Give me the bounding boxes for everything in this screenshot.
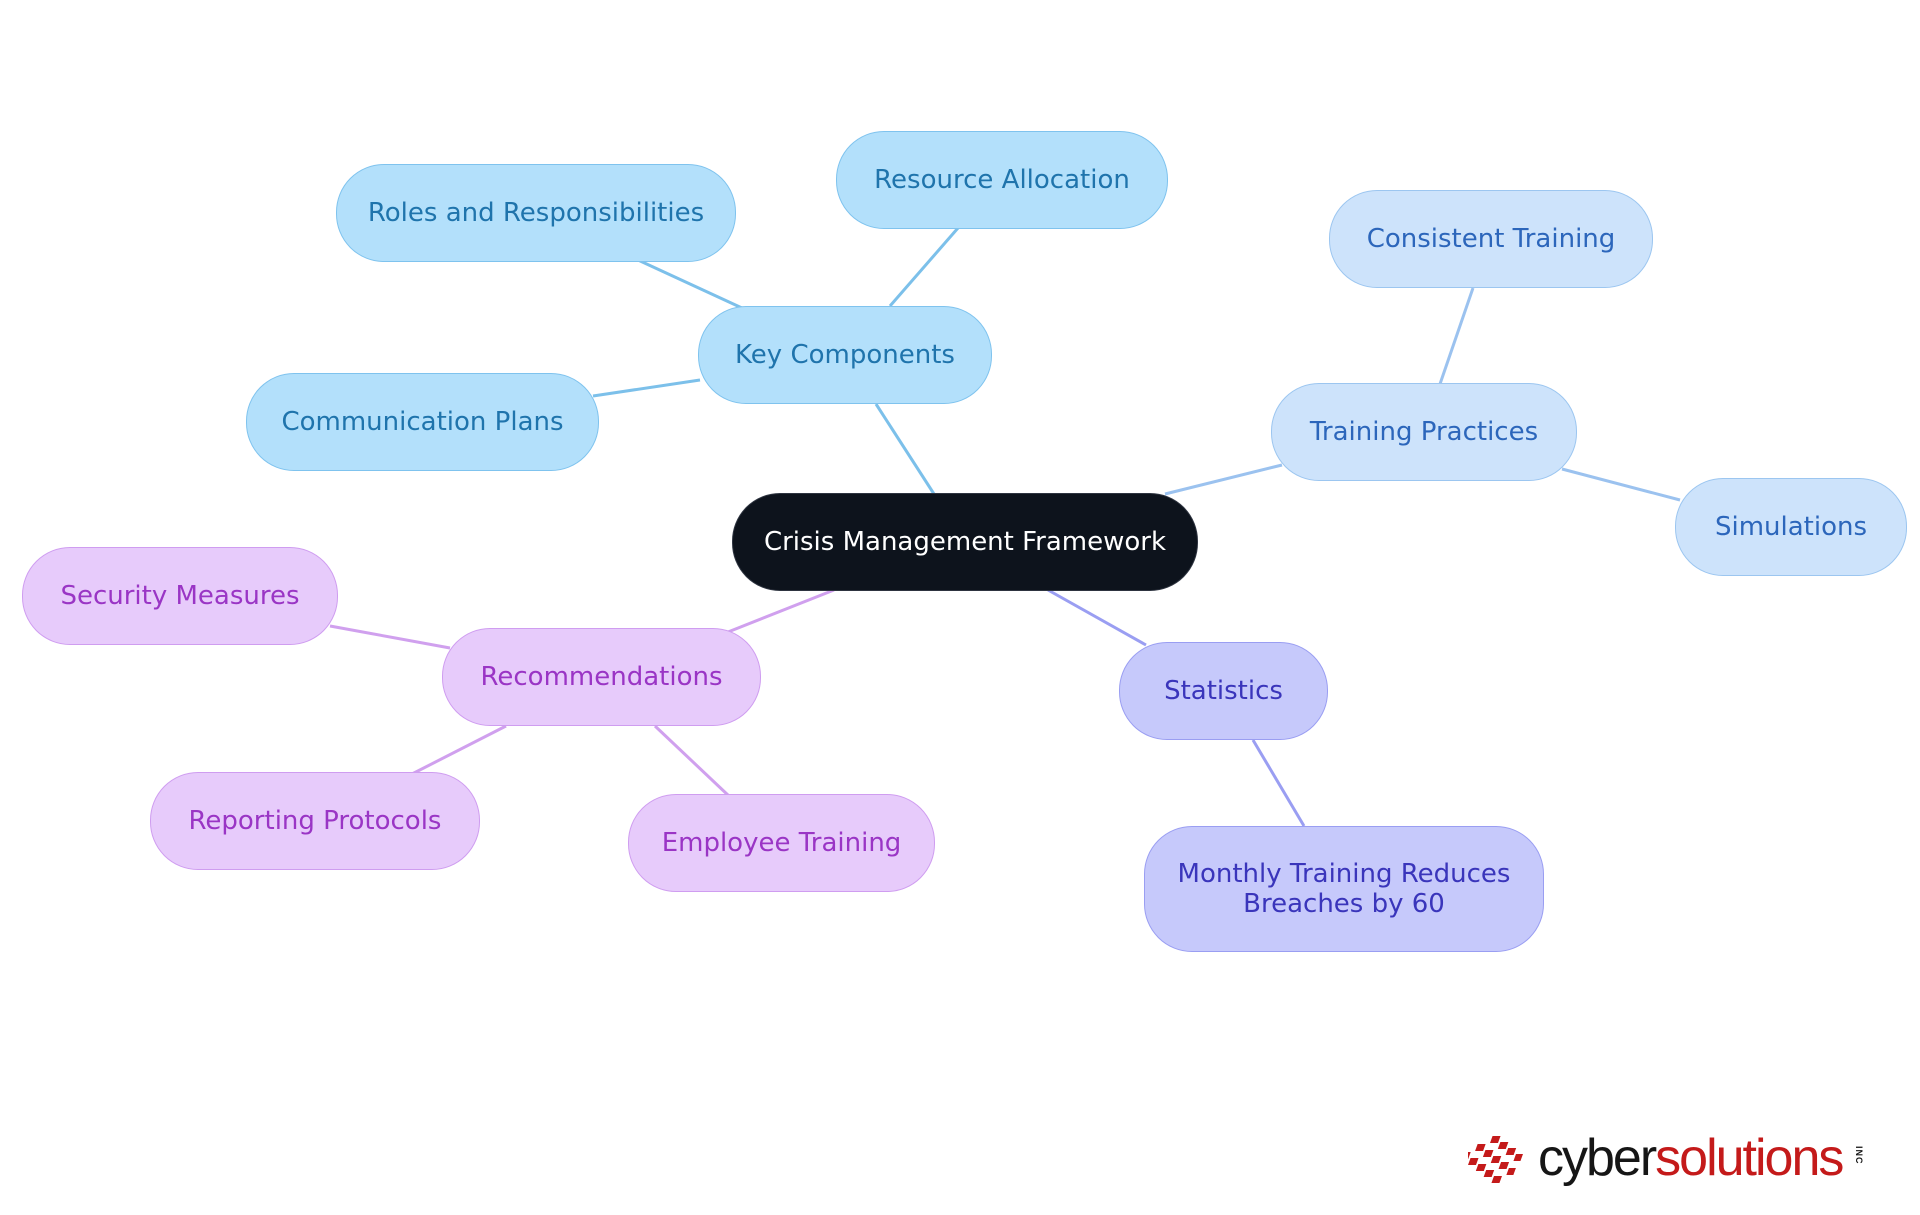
logo-wordmark: cybersolutions <box>1538 1126 1844 1190</box>
connector-key-communication <box>592 378 701 398</box>
node-statistics[interactable]: Statistics <box>1119 642 1328 740</box>
node-roles-and-responsibilities[interactable]: Roles and Responsibilities <box>336 164 736 262</box>
connector-root-recommendations <box>727 588 835 634</box>
logo-word-cyber: cyber <box>1538 1129 1657 1187</box>
connector-key-roles <box>637 258 743 310</box>
cybersolutions-logo: cybersolutions INC <box>1468 1126 1868 1196</box>
connector-recommendations-employee <box>653 724 732 799</box>
logo-mark-icon <box>1468 1136 1523 1183</box>
connector-key-resource <box>888 227 960 307</box>
connector-training-consistent <box>1438 287 1475 385</box>
node-consistent-training[interactable]: Consistent Training <box>1329 190 1653 288</box>
node-simulations[interactable]: Simulations <box>1675 478 1907 576</box>
node-recommendations[interactable]: Recommendations <box>442 628 761 726</box>
root-node[interactable]: Crisis Management Framework <box>732 493 1198 591</box>
connector-root-statistics <box>1047 588 1147 647</box>
connector-root-key-components <box>874 403 936 495</box>
node-employee-training[interactable]: Employee Training <box>628 794 935 892</box>
connector-statistics-monthly <box>1251 739 1306 827</box>
logo-suffix-inc: INC <box>1854 1146 1864 1165</box>
node-training-practices[interactable]: Training Practices <box>1271 383 1577 481</box>
node-resource-allocation[interactable]: Resource Allocation <box>836 131 1168 229</box>
connector-recommendations-security <box>329 624 451 650</box>
connector-training-simulations <box>1561 467 1681 502</box>
connector-recommendations-reporting <box>409 724 507 777</box>
logo-word-solutions: solutions <box>1655 1129 1844 1187</box>
connector-root-training <box>1164 463 1283 496</box>
node-communication-plans[interactable]: Communication Plans <box>246 373 599 471</box>
node-key-components[interactable]: Key Components <box>698 306 992 404</box>
node-security-measures[interactable]: Security Measures <box>22 547 338 645</box>
node-monthly-training-reduces-breaches[interactable]: Monthly Training Reduces Breaches by 60 <box>1144 826 1544 952</box>
node-reporting-protocols[interactable]: Reporting Protocols <box>150 772 480 870</box>
